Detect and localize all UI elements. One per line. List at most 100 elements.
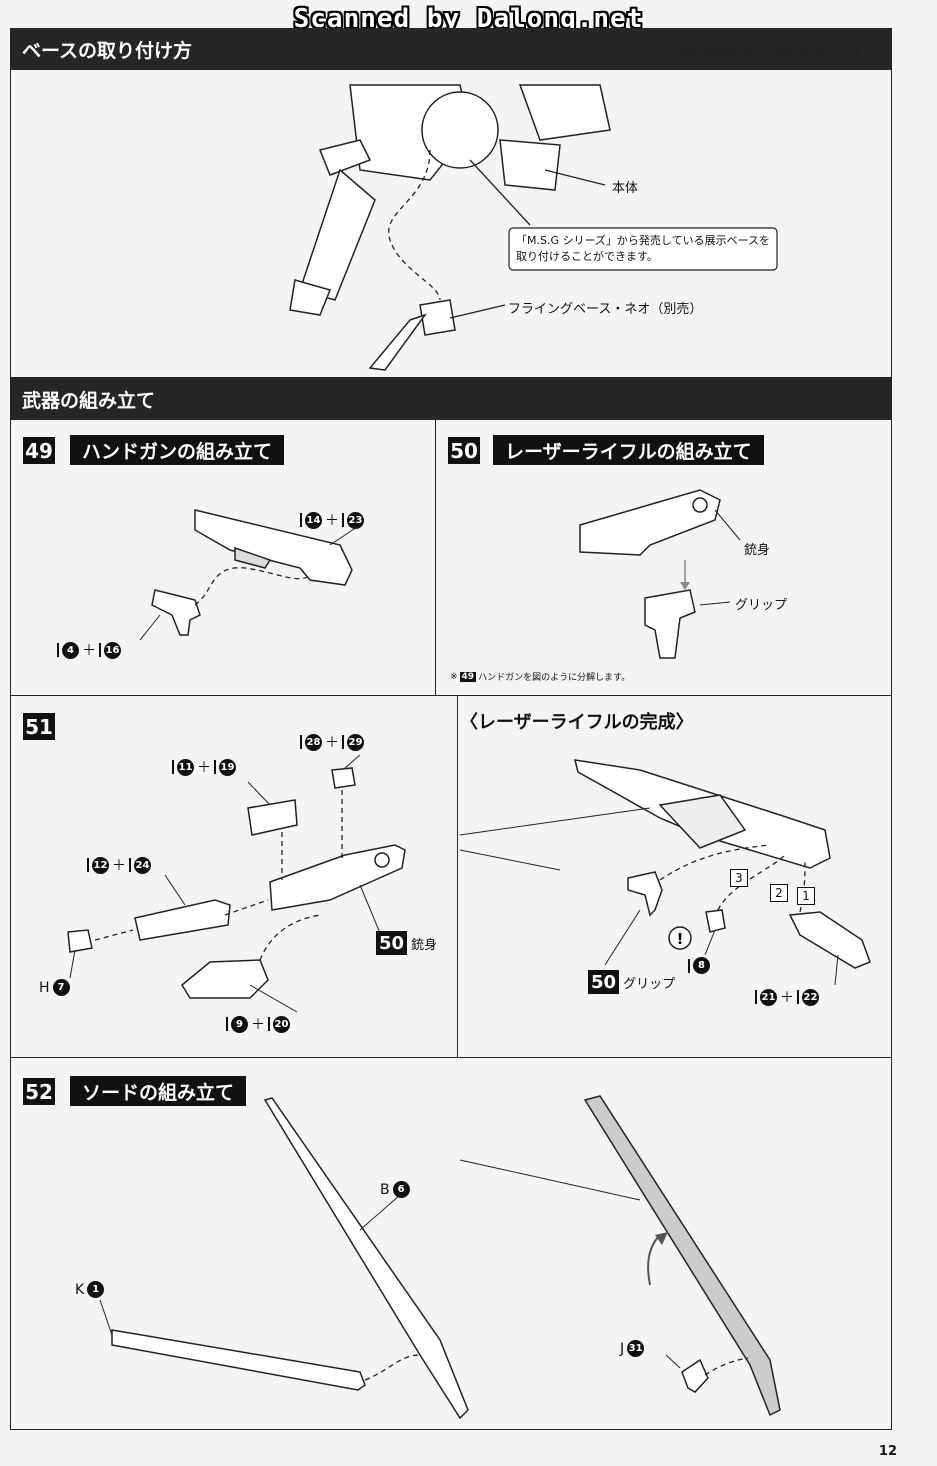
- step49-parts-b: 4＋16: [57, 640, 121, 660]
- part-12: 12: [92, 856, 109, 874]
- rifle-barrel: [269, 844, 406, 911]
- part-11-19: [247, 799, 298, 836]
- barrel-part: [579, 489, 721, 556]
- base-callout: 「M.S.G シリーズ」から発売している展示ベースを取り付けることができます。: [516, 234, 771, 263]
- sword-complete: [583, 1095, 781, 1417]
- part-9-20: [181, 959, 269, 999]
- page-number: 12: [878, 1444, 897, 1459]
- part-h7: [67, 929, 93, 953]
- part-16: 16: [104, 641, 121, 659]
- ref-barrel-label: 銃身: [411, 937, 438, 953]
- part-21: 21: [760, 988, 777, 1006]
- weapons-section-header: 武器の組み立て: [10, 378, 892, 420]
- grip-part: [644, 589, 696, 659]
- part-7: 7: [52, 979, 70, 996]
- step51-parts-upper: 11＋19: [172, 757, 236, 777]
- part-29: 29: [347, 733, 364, 751]
- part-11: 11: [177, 758, 194, 776]
- grip-50: [627, 871, 663, 917]
- ref-grip-num: 50: [588, 970, 620, 994]
- sword-blade-b6: [263, 1097, 469, 1420]
- ref-barrel-num: 50: [376, 931, 408, 955]
- seq-1: 1: [797, 887, 815, 905]
- step52-panel: [10, 1058, 892, 1430]
- step49-title: ハンドガンの組み立て: [70, 435, 285, 465]
- step51-panel: [10, 696, 458, 1058]
- part-9: 9: [231, 1015, 248, 1033]
- part-6: 6: [392, 1181, 410, 1198]
- step51-parts-top: 28＋29: [300, 732, 364, 752]
- robot-hand-left: [318, 139, 372, 176]
- step50-title: レーザーライフルの組み立て: [493, 435, 764, 465]
- base-connector: [419, 299, 456, 336]
- base-panel: [10, 70, 892, 378]
- part-24: 24: [134, 856, 151, 874]
- svg-text:!: !: [677, 930, 684, 948]
- part-21-22: [788, 911, 871, 969]
- part-14: 14: [305, 511, 322, 529]
- complete-part-8: 8: [688, 957, 710, 974]
- ref-grip-label: グリップ: [623, 976, 676, 992]
- robot-hand-right: [499, 139, 561, 191]
- robot-hip-sphere: [421, 91, 499, 169]
- part-b-letter: B: [380, 1181, 390, 1198]
- part-28-29: [331, 767, 356, 789]
- handgun-body: [194, 509, 353, 586]
- step50-panel: [436, 420, 892, 696]
- step51-parts-mid: 12＋24: [87, 855, 151, 875]
- part-j-letter: J: [620, 1340, 625, 1357]
- part-20: 20: [273, 1015, 290, 1033]
- rifle-complete-title: 〈レーザーライフルの完成〉: [460, 712, 694, 733]
- sword-part-k1: [111, 1329, 366, 1391]
- base-section-title: ベースの取り付け方: [22, 39, 193, 62]
- step49-parts-a: 14＋23: [300, 510, 364, 530]
- step50-number: 50: [448, 437, 480, 464]
- complete-parts-21-22: 21＋22: [755, 987, 819, 1007]
- label-grip: グリップ: [735, 598, 788, 613]
- robot-foot: [289, 279, 332, 316]
- note-ref: 49: [459, 671, 477, 682]
- seq-2: 2: [770, 884, 788, 902]
- part-12-24: [134, 899, 231, 941]
- part-h-letter: H: [39, 979, 50, 996]
- base-arm: [368, 313, 427, 371]
- step49-panel: [10, 420, 436, 696]
- step49-number: 49: [23, 437, 55, 464]
- step52-title: ソードの組み立て: [70, 1076, 247, 1106]
- part-22: 22: [802, 988, 819, 1006]
- label-flying-base: フライングベース・ネオ（別売）: [508, 302, 703, 317]
- part-19: 19: [219, 758, 236, 776]
- part-4: 4: [62, 641, 79, 659]
- part-1: 1: [87, 1281, 105, 1298]
- weapons-section-title: 武器の組み立て: [22, 389, 156, 412]
- note-text: ハンドガンを図のように分解します。: [478, 673, 631, 683]
- label-body: 本体: [612, 181, 639, 196]
- step51-number: 51: [23, 713, 55, 740]
- step51-parts-bottom: 9＋20: [226, 1014, 290, 1034]
- base-note: ※図では説明のために、左脚を取り外しています。: [674, 49, 879, 59]
- label-barrel: 銃身: [744, 543, 771, 558]
- base-section-header: ベースの取り付け方: [10, 28, 892, 70]
- part-8-num: 8: [693, 957, 710, 974]
- robot-arm-right: [518, 84, 611, 141]
- part-28: 28: [305, 733, 322, 751]
- step52-number: 52: [23, 1078, 55, 1105]
- part-k-letter: K: [75, 1281, 85, 1298]
- handgun-grip-part: [151, 589, 201, 636]
- part-23: 23: [347, 511, 364, 529]
- rifle-complete-panel: [458, 696, 892, 1058]
- part-8: [705, 909, 726, 933]
- robot-leg: [299, 168, 376, 301]
